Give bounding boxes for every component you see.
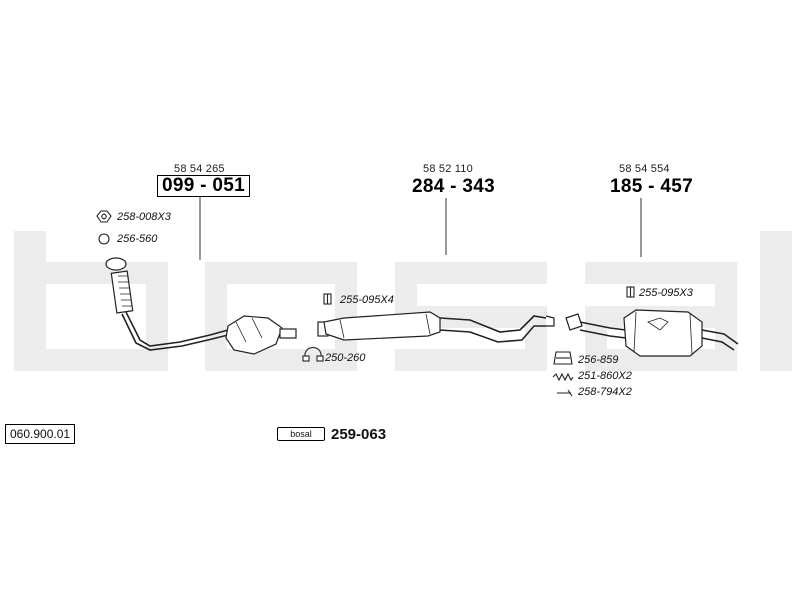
ring-gasket-icon [98, 233, 110, 245]
nut-icon [96, 210, 112, 223]
bosal-watermark [14, 231, 792, 371]
part-code-middle[interactable]: 284 - 343 [412, 176, 495, 197]
fitting-code-nut: 258-008X3 [117, 211, 171, 223]
fitting-code-seal-ring: 256-859 [578, 354, 619, 366]
front-pipe-catalyst [105, 257, 297, 355]
bolt-icon [557, 389, 573, 397]
fitting-code-spring: 251-860X2 [578, 370, 632, 382]
fitting-code-clamp-rear: 255-095X3 [639, 287, 693, 299]
fitting-code-bolt: 258-794X2 [578, 386, 632, 398]
clamp-icon [323, 293, 332, 305]
part-code-front[interactable]: 099 - 051 [157, 175, 250, 197]
rear-silencer [565, 309, 739, 357]
centre-silencer-pipe [317, 311, 555, 343]
spring-icon [552, 372, 574, 382]
oe-ref-rear: 58 54 554 [619, 163, 670, 175]
kit-box-label: bosal [277, 427, 325, 441]
oe-ref-middle: 58 52 110 [423, 163, 473, 175]
part-code-rear[interactable]: 185 - 457 [610, 176, 693, 197]
fitting-code-band-clamp: 250-260 [325, 352, 366, 364]
band-clamp-icon [302, 347, 324, 362]
fitting-code-gasket: 256-560 [117, 233, 158, 245]
oe-ref-front: 58 54 265 [174, 163, 225, 175]
catalog-number: 060.900.01 [5, 424, 76, 444]
clamp-icon [626, 286, 635, 298]
mounting-kit-code[interactable]: 259-063 [331, 426, 387, 443]
seal-ring-icon [553, 351, 573, 365]
fitting-code-clamp-middle: 255-095X4 [340, 294, 394, 306]
